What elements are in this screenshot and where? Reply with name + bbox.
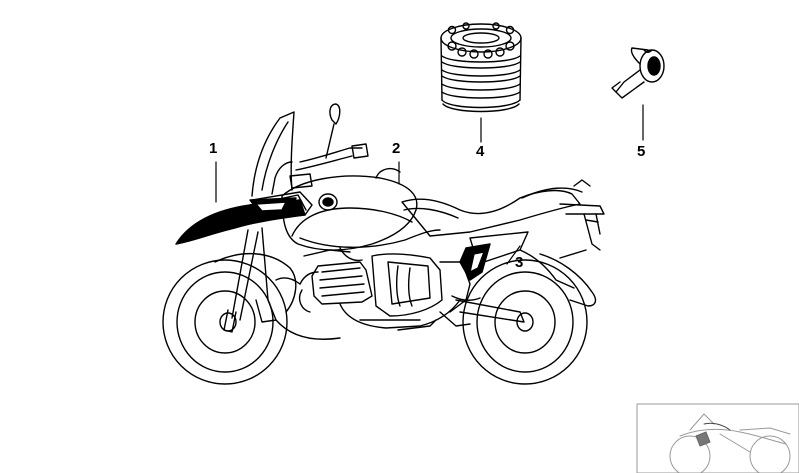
side-panel — [460, 232, 595, 306]
callout-3[interactable]: 3 — [515, 254, 524, 271]
seat — [402, 180, 590, 236]
fuel-tank — [250, 169, 440, 261]
tape-roll — [612, 48, 664, 98]
front-fork — [215, 228, 296, 332]
engine — [276, 250, 480, 328]
callout-5[interactable]: 5 — [637, 143, 646, 160]
rear-rack — [560, 204, 604, 250]
callout-4[interactable]: 4 — [476, 143, 485, 160]
callout-1[interactable]: 1 — [209, 140, 218, 157]
thumbnail-frame — [637, 404, 799, 473]
rear-wheel — [463, 260, 587, 384]
windshield — [252, 112, 294, 196]
handlebars — [290, 104, 368, 188]
paint-tin — [441, 23, 521, 112]
exhaust-swingarm — [276, 300, 524, 339]
leader-lines — [216, 105, 643, 264]
callout-2[interactable]: 2 — [392, 140, 401, 157]
